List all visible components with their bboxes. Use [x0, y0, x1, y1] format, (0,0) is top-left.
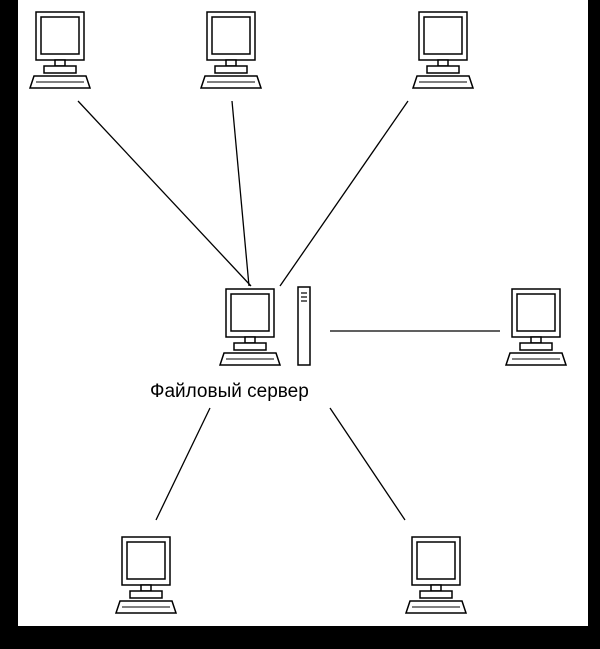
workstation-bottom-left-computer-icon [114, 536, 178, 614]
link-ws-top-right [279, 100, 409, 287]
nodes [28, 11, 568, 614]
connection-lines [77, 100, 500, 521]
diagram-panel: Файловый сервер [18, 0, 588, 626]
network-diagram: Файловый сервер [28, 11, 568, 614]
link-ws-top-left [77, 100, 252, 287]
link-ws-top-center [231, 100, 250, 287]
server-label: Файловый сервер [150, 381, 309, 402]
link-ws-bottom-right [329, 407, 406, 521]
server-tower-icon [297, 286, 311, 366]
workstation-top-left-computer-icon [28, 11, 92, 89]
link-ws-bottom-left [155, 407, 211, 521]
workstation-top-center-computer-icon [199, 11, 263, 89]
workstation-right-computer-icon [504, 288, 568, 366]
workstation-top-right-computer-icon [411, 11, 475, 89]
server-computer-icon [218, 288, 282, 366]
workstation-bottom-right-computer-icon [404, 536, 468, 614]
